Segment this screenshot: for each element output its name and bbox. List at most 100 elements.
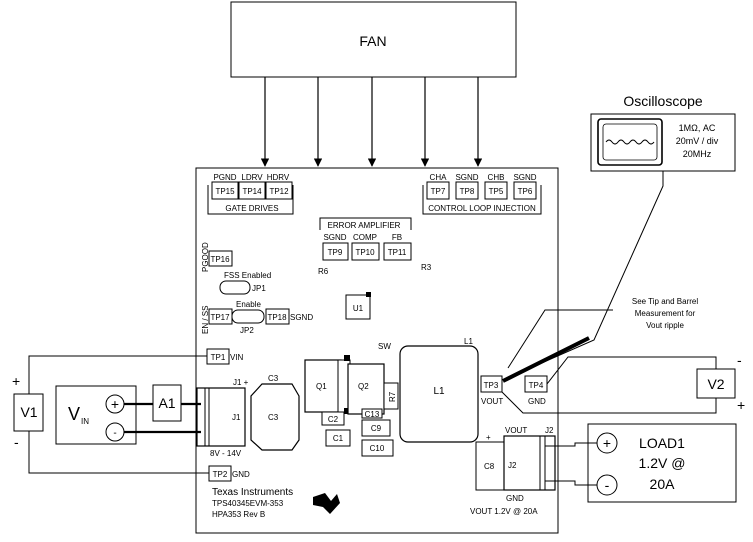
capacitor-c9 bbox=[361, 419, 391, 437]
signal-label: SGND bbox=[455, 173, 478, 182]
error-amplifier-caption: ERROR AMPLIFIER bbox=[328, 221, 401, 230]
fan-box: FAN bbox=[230, 1, 517, 78]
vin-source-label: V bbox=[68, 404, 80, 424]
test-point-label: TP11 bbox=[388, 248, 407, 257]
waveform-icon bbox=[605, 139, 655, 145]
test-point bbox=[480, 375, 503, 393]
jumper-jp2 bbox=[231, 309, 265, 324]
test-point-label: TP7 bbox=[431, 187, 446, 196]
test-point-label: TP17 bbox=[210, 313, 230, 322]
error-amplifier-group: ERROR AMPLIFIER SGND COMP FB TP9 TP10 TP… bbox=[319, 217, 412, 261]
j2-ref-label: J2 bbox=[545, 426, 554, 435]
c9-label: C9 bbox=[371, 424, 382, 433]
load-line-1: LOAD1 bbox=[639, 435, 685, 451]
test-point bbox=[265, 181, 293, 200]
test-point-label: TP9 bbox=[328, 248, 343, 257]
v2-minus: - bbox=[737, 352, 742, 368]
vout-tp-label: VOUT bbox=[481, 397, 503, 406]
fss-enabled-label: FSS Enabled bbox=[224, 271, 271, 280]
c10-label: C10 bbox=[370, 444, 385, 453]
test-point bbox=[484, 181, 508, 200]
test-point bbox=[455, 181, 479, 200]
note-line-2: Measurement for bbox=[635, 309, 696, 318]
gnd-tp-label: GND bbox=[528, 397, 546, 406]
fan-airflow-arrows bbox=[260, 77, 483, 167]
test-point-label: TP1 bbox=[211, 353, 226, 362]
v2-plus: + bbox=[737, 397, 745, 413]
j1-label: J1 bbox=[232, 413, 241, 422]
v1-plus: + bbox=[12, 373, 20, 389]
capacitor-c13 bbox=[361, 408, 383, 419]
resistor-r7 bbox=[383, 382, 399, 410]
signal-label: PGND bbox=[213, 173, 236, 182]
v1-label: V1 bbox=[20, 404, 37, 420]
inductor-l1 bbox=[399, 345, 479, 443]
c13-label: C13 bbox=[365, 410, 380, 419]
capacitor-c2 bbox=[321, 411, 345, 426]
capacitor-c3 bbox=[250, 383, 300, 451]
test-point bbox=[383, 242, 412, 261]
oscilloscope: Oscilloscope 1MΩ, AC 20mV / div 20MHz bbox=[590, 93, 736, 172]
signal-label: SGND bbox=[323, 233, 346, 242]
v1-minus: - bbox=[14, 434, 19, 450]
signal-label: CHB bbox=[488, 173, 505, 182]
capacitor-c1 bbox=[325, 429, 351, 447]
u1-label: U1 bbox=[353, 304, 364, 313]
test-point bbox=[208, 250, 233, 267]
test-point bbox=[351, 242, 380, 261]
vin-range-label: 8V - 14V bbox=[210, 449, 242, 458]
signal-label: SGND bbox=[513, 173, 536, 182]
r6-label: R6 bbox=[318, 267, 329, 276]
q2-label: Q2 bbox=[358, 382, 369, 391]
fan-label: FAN bbox=[359, 33, 386, 49]
test-point bbox=[426, 181, 450, 200]
signal-label: FB bbox=[392, 233, 402, 242]
v2-label: V2 bbox=[707, 376, 724, 392]
test-point bbox=[211, 181, 239, 200]
test-point bbox=[265, 308, 290, 325]
note-line-1: See Tip and Barrel bbox=[632, 297, 698, 306]
board-maker: Texas Instruments bbox=[212, 487, 293, 498]
r3-label: R3 bbox=[421, 263, 432, 272]
signal-label: HDRV bbox=[267, 173, 290, 182]
signal-label: CHA bbox=[430, 173, 448, 182]
l1-ref-label: L1 bbox=[464, 337, 473, 346]
sw-label: SW bbox=[378, 342, 391, 351]
load-minus: - bbox=[605, 477, 610, 493]
signal-label: LDRV bbox=[241, 173, 263, 182]
test-point bbox=[513, 181, 537, 200]
c3-ref-label: C3 bbox=[268, 374, 279, 383]
vin-source-plus: + bbox=[111, 396, 119, 412]
c3-label: C3 bbox=[268, 413, 279, 422]
test-point bbox=[238, 181, 266, 200]
board-rev: HPA353 Rev B bbox=[212, 510, 265, 519]
gnd-tp2-label: GND bbox=[232, 470, 250, 479]
control-loop-caption: CONTROL LOOP INJECTION bbox=[428, 204, 536, 213]
jp2-label: JP2 bbox=[240, 326, 254, 335]
jp1-label: JP1 bbox=[252, 284, 266, 293]
note-line-3: Vout ripple bbox=[646, 321, 684, 330]
test-point-label: TP6 bbox=[518, 187, 533, 196]
capacitor-c10 bbox=[361, 439, 394, 457]
enable-label: Enable bbox=[236, 300, 261, 309]
vin-pin-label: VIN bbox=[230, 353, 244, 362]
mosfet-q1 bbox=[304, 359, 342, 413]
q1-label: Q1 bbox=[316, 382, 327, 391]
en-ss-label: EN / SS bbox=[201, 306, 210, 334]
test-point-label: TP14 bbox=[242, 187, 262, 196]
test-point-label: TP15 bbox=[215, 187, 235, 196]
test-point-label: TP18 bbox=[267, 313, 287, 322]
gate-drives-caption: GATE DRIVES bbox=[225, 204, 278, 213]
c1-label: C1 bbox=[333, 434, 344, 443]
a1-label: A1 bbox=[158, 395, 175, 411]
pgood-label: PGOOD bbox=[201, 242, 210, 272]
sgnd-label: SGND bbox=[290, 313, 313, 322]
c8-label: C8 bbox=[484, 462, 495, 471]
oscilloscope-title: Oscilloscope bbox=[623, 93, 703, 109]
osc-setting-3: 20MHz bbox=[683, 149, 712, 159]
c2-label: C2 bbox=[328, 415, 339, 424]
vin-source-minus: - bbox=[113, 428, 116, 439]
voltmeter-v2 bbox=[696, 368, 736, 399]
probe-wiring bbox=[502, 171, 664, 381]
load-line-2: 1.2V @ bbox=[639, 455, 686, 471]
